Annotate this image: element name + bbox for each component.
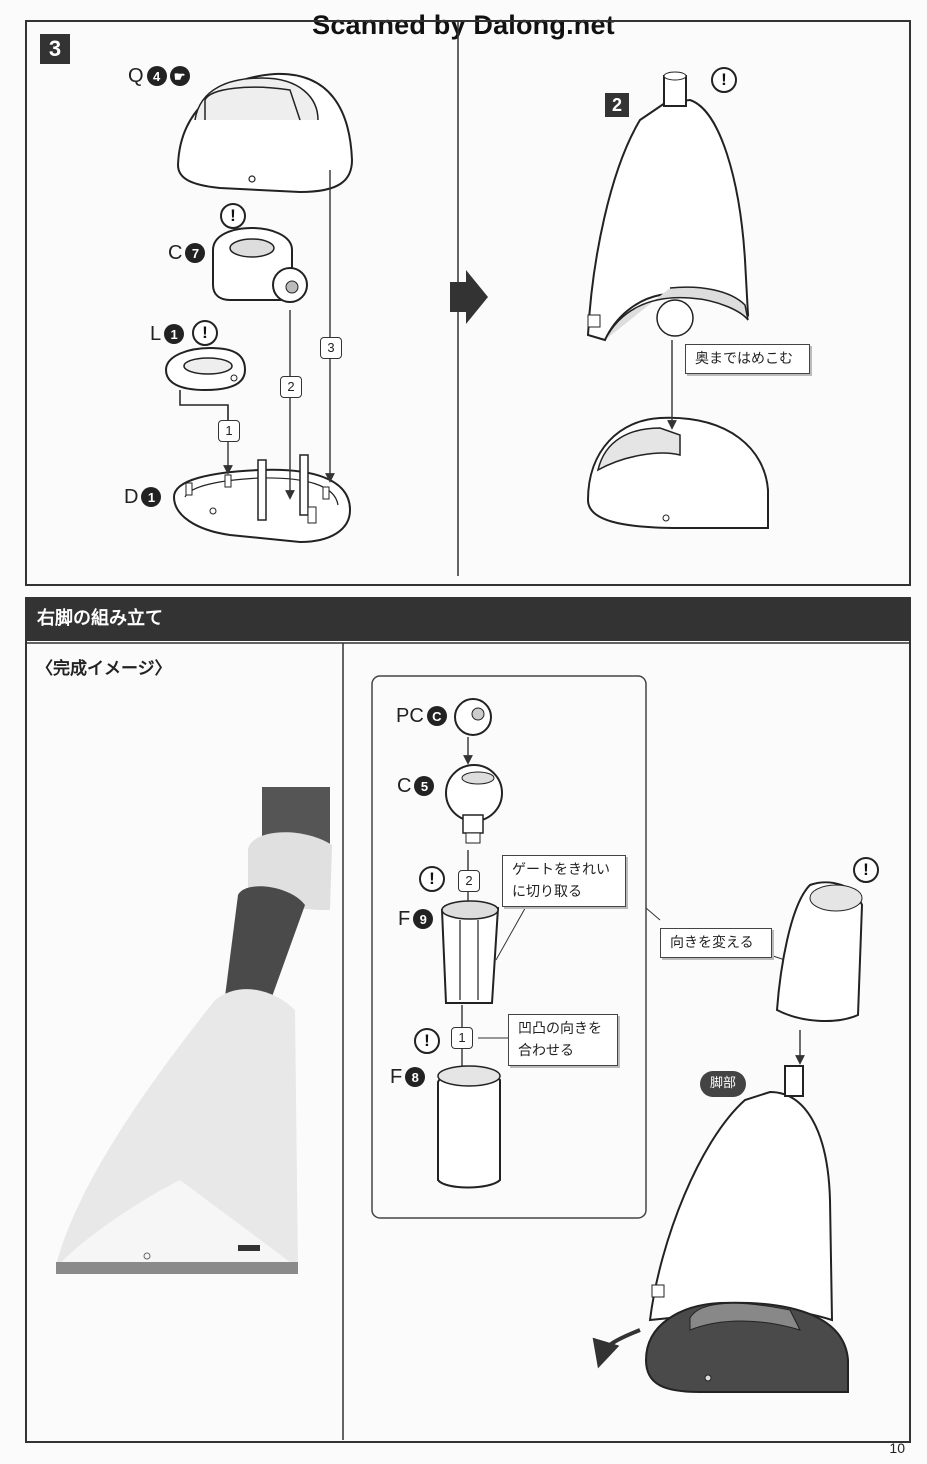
part-f9-drawing	[440, 900, 500, 1004]
section-title-bar: 右脚の組み立て	[25, 597, 911, 641]
label-q4-number: 4	[146, 66, 167, 86]
label-c7-letter: C	[168, 242, 183, 264]
step-3-frame	[25, 20, 911, 586]
label-f9-number: 9	[413, 909, 434, 929]
warning-icon: !	[711, 67, 737, 93]
leg-assembly-drawing	[644, 1065, 849, 1393]
label-l1-letter: L	[150, 323, 162, 345]
step-3-badge: 3	[40, 34, 70, 64]
scan-watermark: Scanned by Dalong.net	[312, 10, 615, 40]
part-l1-drawing	[164, 346, 247, 420]
order-marker-2: 2	[280, 376, 302, 398]
part-q4-drawing	[176, 72, 354, 194]
label-d1-number: 1	[141, 487, 162, 507]
leg-part-tag: 脚部	[700, 1071, 746, 1097]
order-marker-1: 1	[451, 1027, 473, 1049]
cement-icon: ☛	[169, 66, 190, 86]
warning-icon: !	[853, 857, 879, 883]
completion-image-subtitle: 〈完成イメージ〉	[36, 659, 172, 679]
substep-2-badge: 2	[605, 93, 629, 117]
next-step-arrow	[450, 270, 488, 324]
order-marker-3: 3	[320, 337, 342, 359]
label-f8: F 8	[390, 1066, 426, 1088]
warning-icon: !	[419, 866, 445, 892]
label-c5-letter: C	[397, 775, 412, 797]
label-l1-number: 1	[164, 324, 185, 344]
label-f8-number: 8	[405, 1067, 426, 1087]
warning-icon: !	[220, 203, 246, 229]
completed-leg-image	[56, 787, 332, 1274]
page-number: 10	[889, 1440, 905, 1456]
part-c5-drawing	[445, 764, 503, 844]
step-2-leg-drawing	[586, 71, 769, 529]
callout-rotate: 向きを変える	[660, 928, 772, 958]
callout-gate: ゲートをきれいに切り取る	[502, 855, 626, 907]
label-c7: C 7	[168, 242, 206, 264]
label-c7-number: 7	[185, 243, 206, 263]
label-pc-number: C	[426, 706, 447, 726]
warning-icon: !	[192, 320, 218, 346]
order-marker-2: 2	[458, 870, 480, 892]
part-f8-drawing	[437, 1065, 501, 1189]
order-marker-1: 1	[218, 420, 240, 442]
label-f9: F 9	[398, 908, 434, 930]
warning-icon: !	[414, 1028, 440, 1054]
label-c5-number: 5	[414, 776, 435, 796]
label-pc: PC C	[396, 706, 447, 726]
label-c5: C 5	[397, 775, 435, 797]
label-f9-letter: F	[398, 908, 411, 930]
callout-press-in: 奥まではめこむ	[685, 344, 810, 374]
rotate-arrow	[592, 1328, 641, 1369]
part-d1-drawing	[172, 454, 352, 544]
callout-align: 凹凸の向きを合わせる	[508, 1014, 618, 1066]
label-d1: D 1	[124, 486, 162, 508]
part-c7-drawing	[212, 226, 308, 303]
label-d1-letter: D	[124, 486, 139, 508]
label-pc-letter: PC	[396, 705, 424, 727]
label-l1: L 1	[150, 323, 185, 345]
foot-piece-drawing	[775, 881, 864, 1023]
label-f8-letter: F	[390, 1066, 403, 1088]
label-q4: Q 4 ☛	[128, 66, 190, 86]
label-q4-letter: Q	[128, 65, 144, 87]
